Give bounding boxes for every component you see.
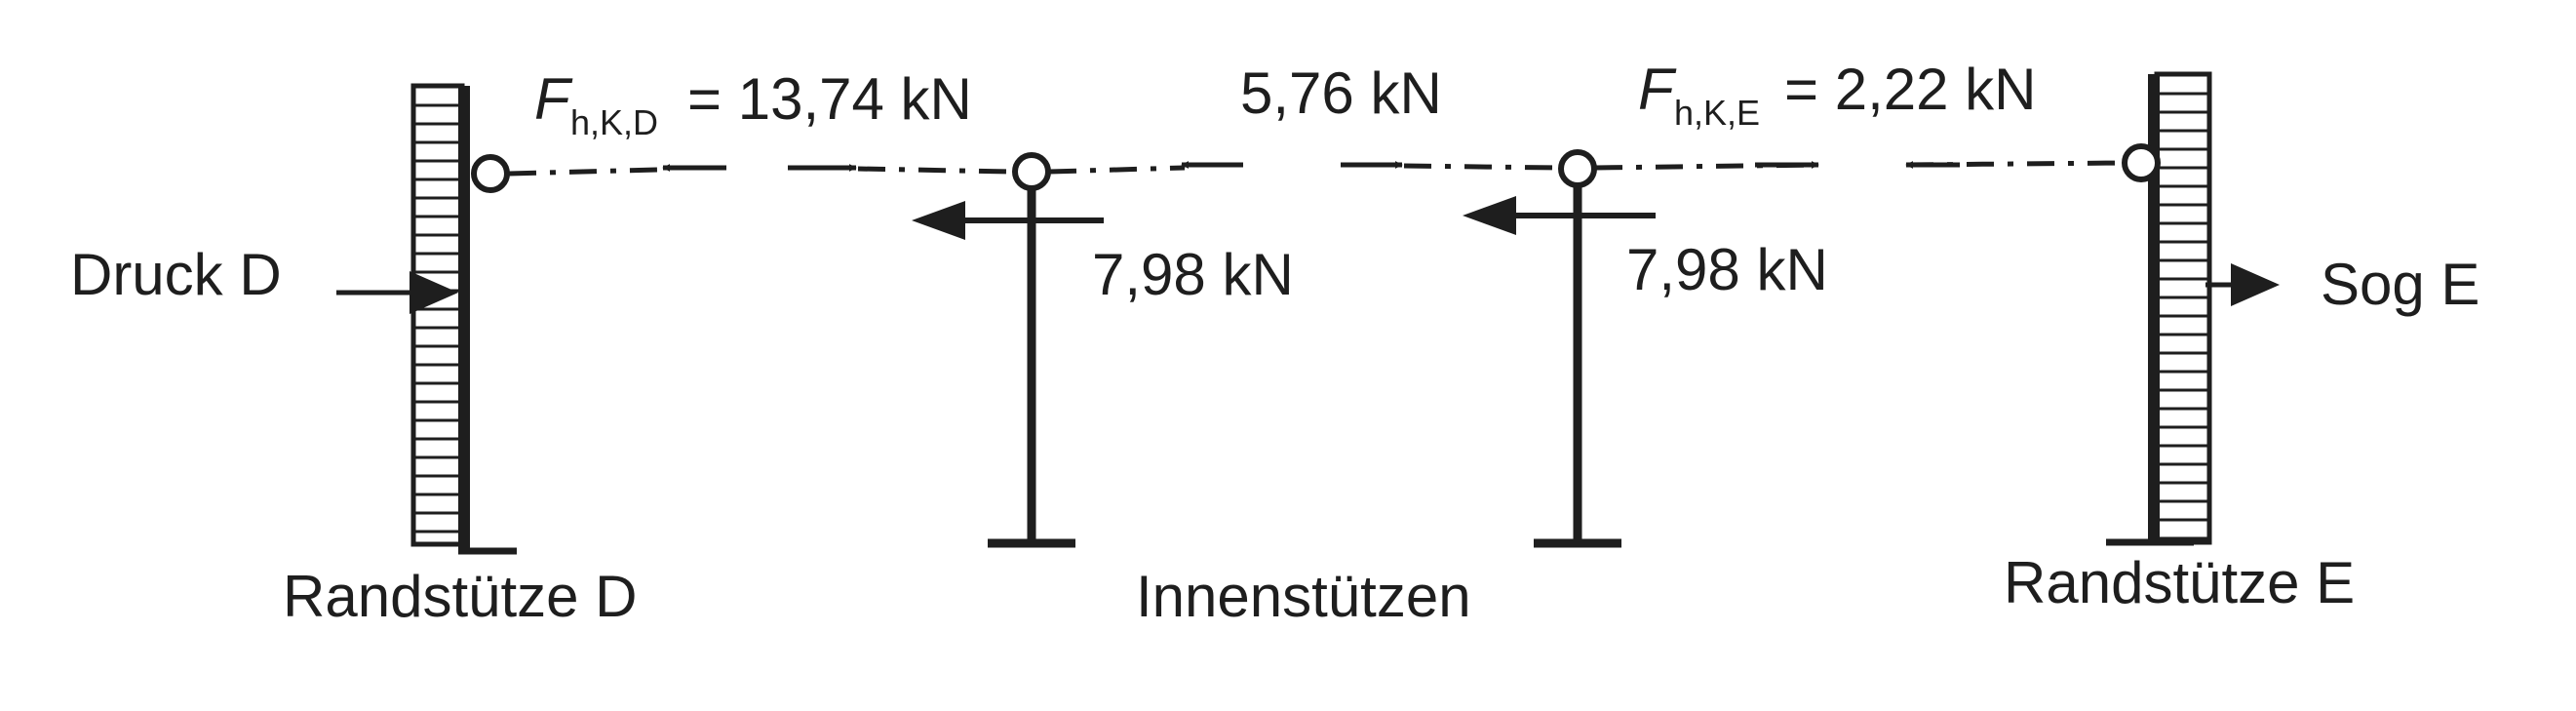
force-e-value: = 2,22 kN [1784, 57, 2037, 122]
suction-arrow-icon [2231, 263, 2280, 306]
inner-load-left-value: 7,98 kN [1092, 242, 1294, 307]
load-arrow-right-icon [1463, 196, 1516, 235]
hinge-icon-d [471, 154, 510, 193]
force-arrows [662, 161, 1960, 172]
hinge-icon-inner-left [1012, 152, 1051, 191]
column-e-label: Randstütze E [2004, 550, 2355, 615]
force-mid-value: 5,76 kN [1240, 60, 1442, 126]
edge-column-e [2106, 71, 2212, 546]
suction-label: Sog E [2321, 252, 2479, 317]
force-d-subscript: h,K,D [570, 102, 658, 142]
load-arrow-left-icon [912, 201, 965, 240]
beam-lines [508, 160, 2125, 177]
force-d-symbol: F [534, 66, 573, 132]
force-e-subscript: h,K,E [1674, 93, 1760, 133]
inner-column-right [1463, 149, 1656, 548]
wind-arrows [336, 263, 2280, 314]
hinge-icon-e [2122, 143, 2161, 182]
hinge-icon-inner-right [1558, 149, 1597, 188]
inner-load-right-value: 7,98 kN [1626, 237, 1828, 302]
force-e-symbol: F [1638, 57, 1677, 122]
inner-columns-label: Innenstützen [1136, 564, 1471, 629]
inner-column-left [912, 152, 1104, 548]
pressure-label: Druck D [70, 242, 282, 307]
force-d-value: = 13,74 kN [687, 66, 972, 132]
column-d-label: Randstütze D [283, 564, 638, 629]
pressure-arrow-icon [410, 271, 458, 314]
edge-column-d [410, 83, 517, 555]
